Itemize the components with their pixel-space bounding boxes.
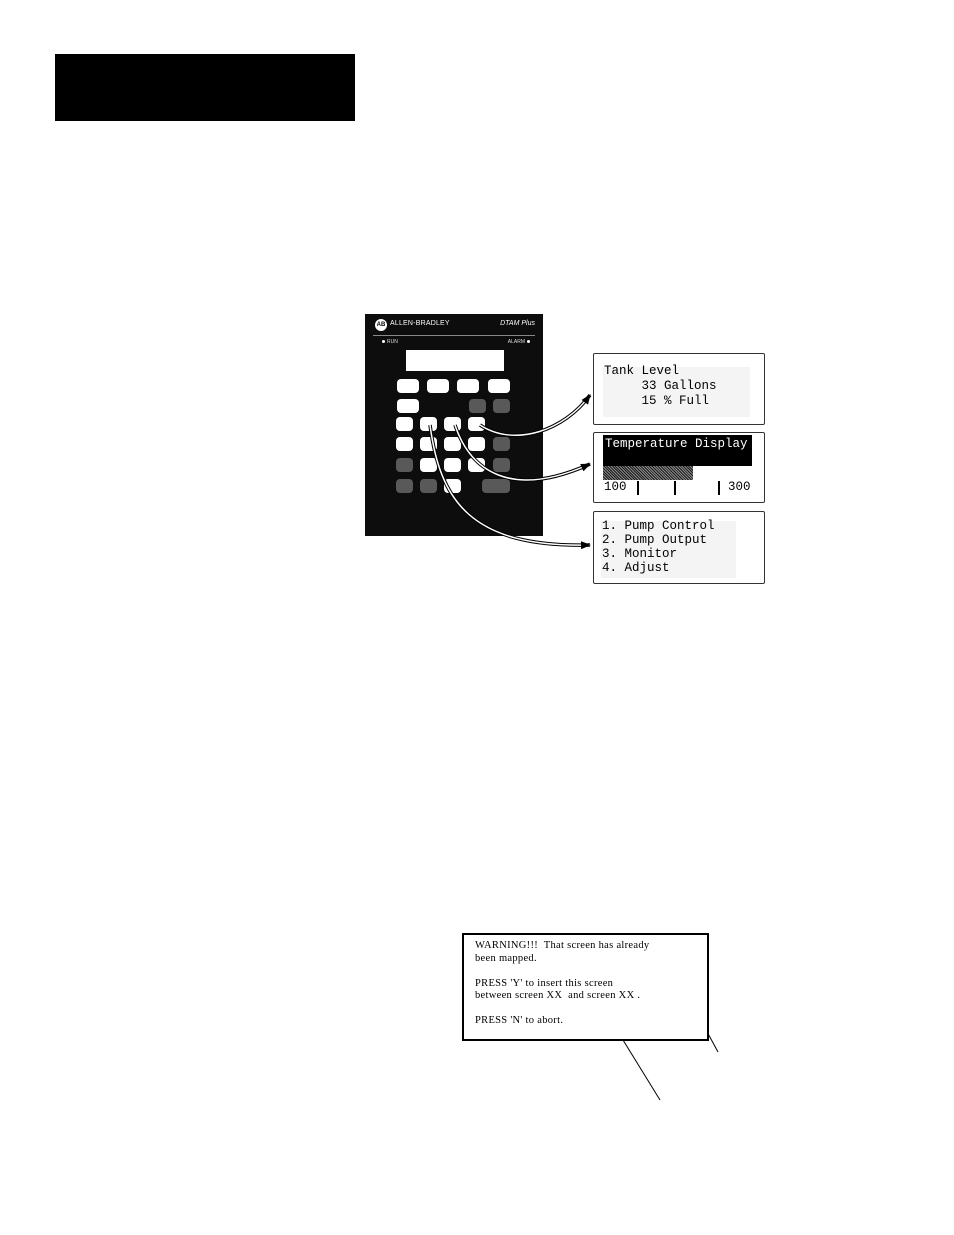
numeric-key-r2c3[interactable] <box>444 437 461 451</box>
numeric-key-r3c3[interactable] <box>444 458 461 472</box>
arrow-to-tank-level <box>479 393 592 437</box>
warning-line-1: WARNING!!! That screen has already <box>475 940 650 951</box>
numeric-key-r3c2[interactable] <box>420 458 437 472</box>
menu-screen: 1. Pump Control 2. Pump Output 3. Monito… <box>593 511 765 584</box>
numeric-key-r2c4[interactable] <box>468 437 485 451</box>
tank-level-gallons: 33 Gallons <box>604 379 717 393</box>
numeric-key-r1c1[interactable] <box>396 417 413 431</box>
run-indicator: RUN <box>380 339 398 345</box>
function-key-4[interactable] <box>488 379 510 393</box>
lcd-display <box>406 350 504 371</box>
temperature-title-bar: Temperature Display <box>603 435 752 466</box>
enter-key[interactable] <box>482 479 510 493</box>
control-key-r4a[interactable] <box>396 479 413 493</box>
temperature-title: Temperature Display <box>605 437 748 451</box>
scale-tick-2 <box>674 481 676 495</box>
warning-dialog: WARNING!!! That screen has already been … <box>462 933 709 1041</box>
warning-line-4: between screen XX and screen XX . <box>475 990 641 1001</box>
control-key-r3[interactable] <box>396 458 413 472</box>
numeric-key-r2c1[interactable] <box>396 437 413 451</box>
temperature-min-label: 100 <box>604 480 627 494</box>
section-header-tab <box>55 54 355 121</box>
warning-line-2: been mapped. <box>475 953 537 964</box>
menu-item: 4. Adjust <box>602 561 670 575</box>
run-led-icon <box>382 340 385 344</box>
function-key-3[interactable] <box>457 379 479 393</box>
alarm-led-icon <box>527 340 530 344</box>
alarm-indicator: ALARM <box>508 339 532 345</box>
menu-key[interactable] <box>397 399 419 413</box>
function-key-1[interactable] <box>397 379 419 393</box>
warning-line-3: PRESS 'Y' to insert this screen <box>475 978 614 989</box>
brand-label: ALLEN-BRADLEY <box>390 320 450 327</box>
tank-level-title: Tank Level <box>604 364 680 378</box>
control-key-r4b[interactable] <box>420 479 437 493</box>
run-label: RUN <box>387 339 398 345</box>
arrow-to-menu <box>428 424 591 547</box>
screen-backlight <box>601 521 736 578</box>
control-key-r2[interactable] <box>493 437 510 451</box>
arrow-key-left[interactable] <box>469 399 486 413</box>
menu-item: 3. Monitor <box>602 547 678 561</box>
temperature-bar-graph <box>603 466 693 480</box>
temperature-max-label: 300 <box>728 480 751 494</box>
alarm-label: ALARM <box>507 339 525 345</box>
allen-bradley-logo-icon: AB <box>375 319 387 331</box>
warning-line-5: PRESS 'N' to abort. <box>475 1015 564 1026</box>
scale-tick-3 <box>718 481 720 495</box>
arrow-key-right[interactable] <box>493 399 510 413</box>
function-key-2[interactable] <box>427 379 449 393</box>
temperature-display-screen: Temperature Display 100 300 <box>593 432 765 503</box>
numeric-key-r1c2[interactable] <box>420 417 437 431</box>
dtam-terminal: AB ALLEN-BRADLEY DTAM Plus RUN ALARM <box>365 314 543 536</box>
tank-level-screen: Tank Level 33 Gallons 15 % Full <box>593 353 765 425</box>
menu-item: 2. Pump Output <box>602 533 708 547</box>
tank-level-percent: 15 % Full <box>604 394 710 408</box>
control-key-r3b[interactable] <box>493 458 510 472</box>
model-label: DTAM Plus <box>500 320 535 327</box>
screen-backlight <box>603 367 750 417</box>
scale-tick-1 <box>637 481 639 495</box>
menu-item: 1. Pump Control <box>602 519 715 533</box>
header-divider <box>373 335 535 336</box>
numeric-key-r3c4[interactable] <box>468 458 485 472</box>
